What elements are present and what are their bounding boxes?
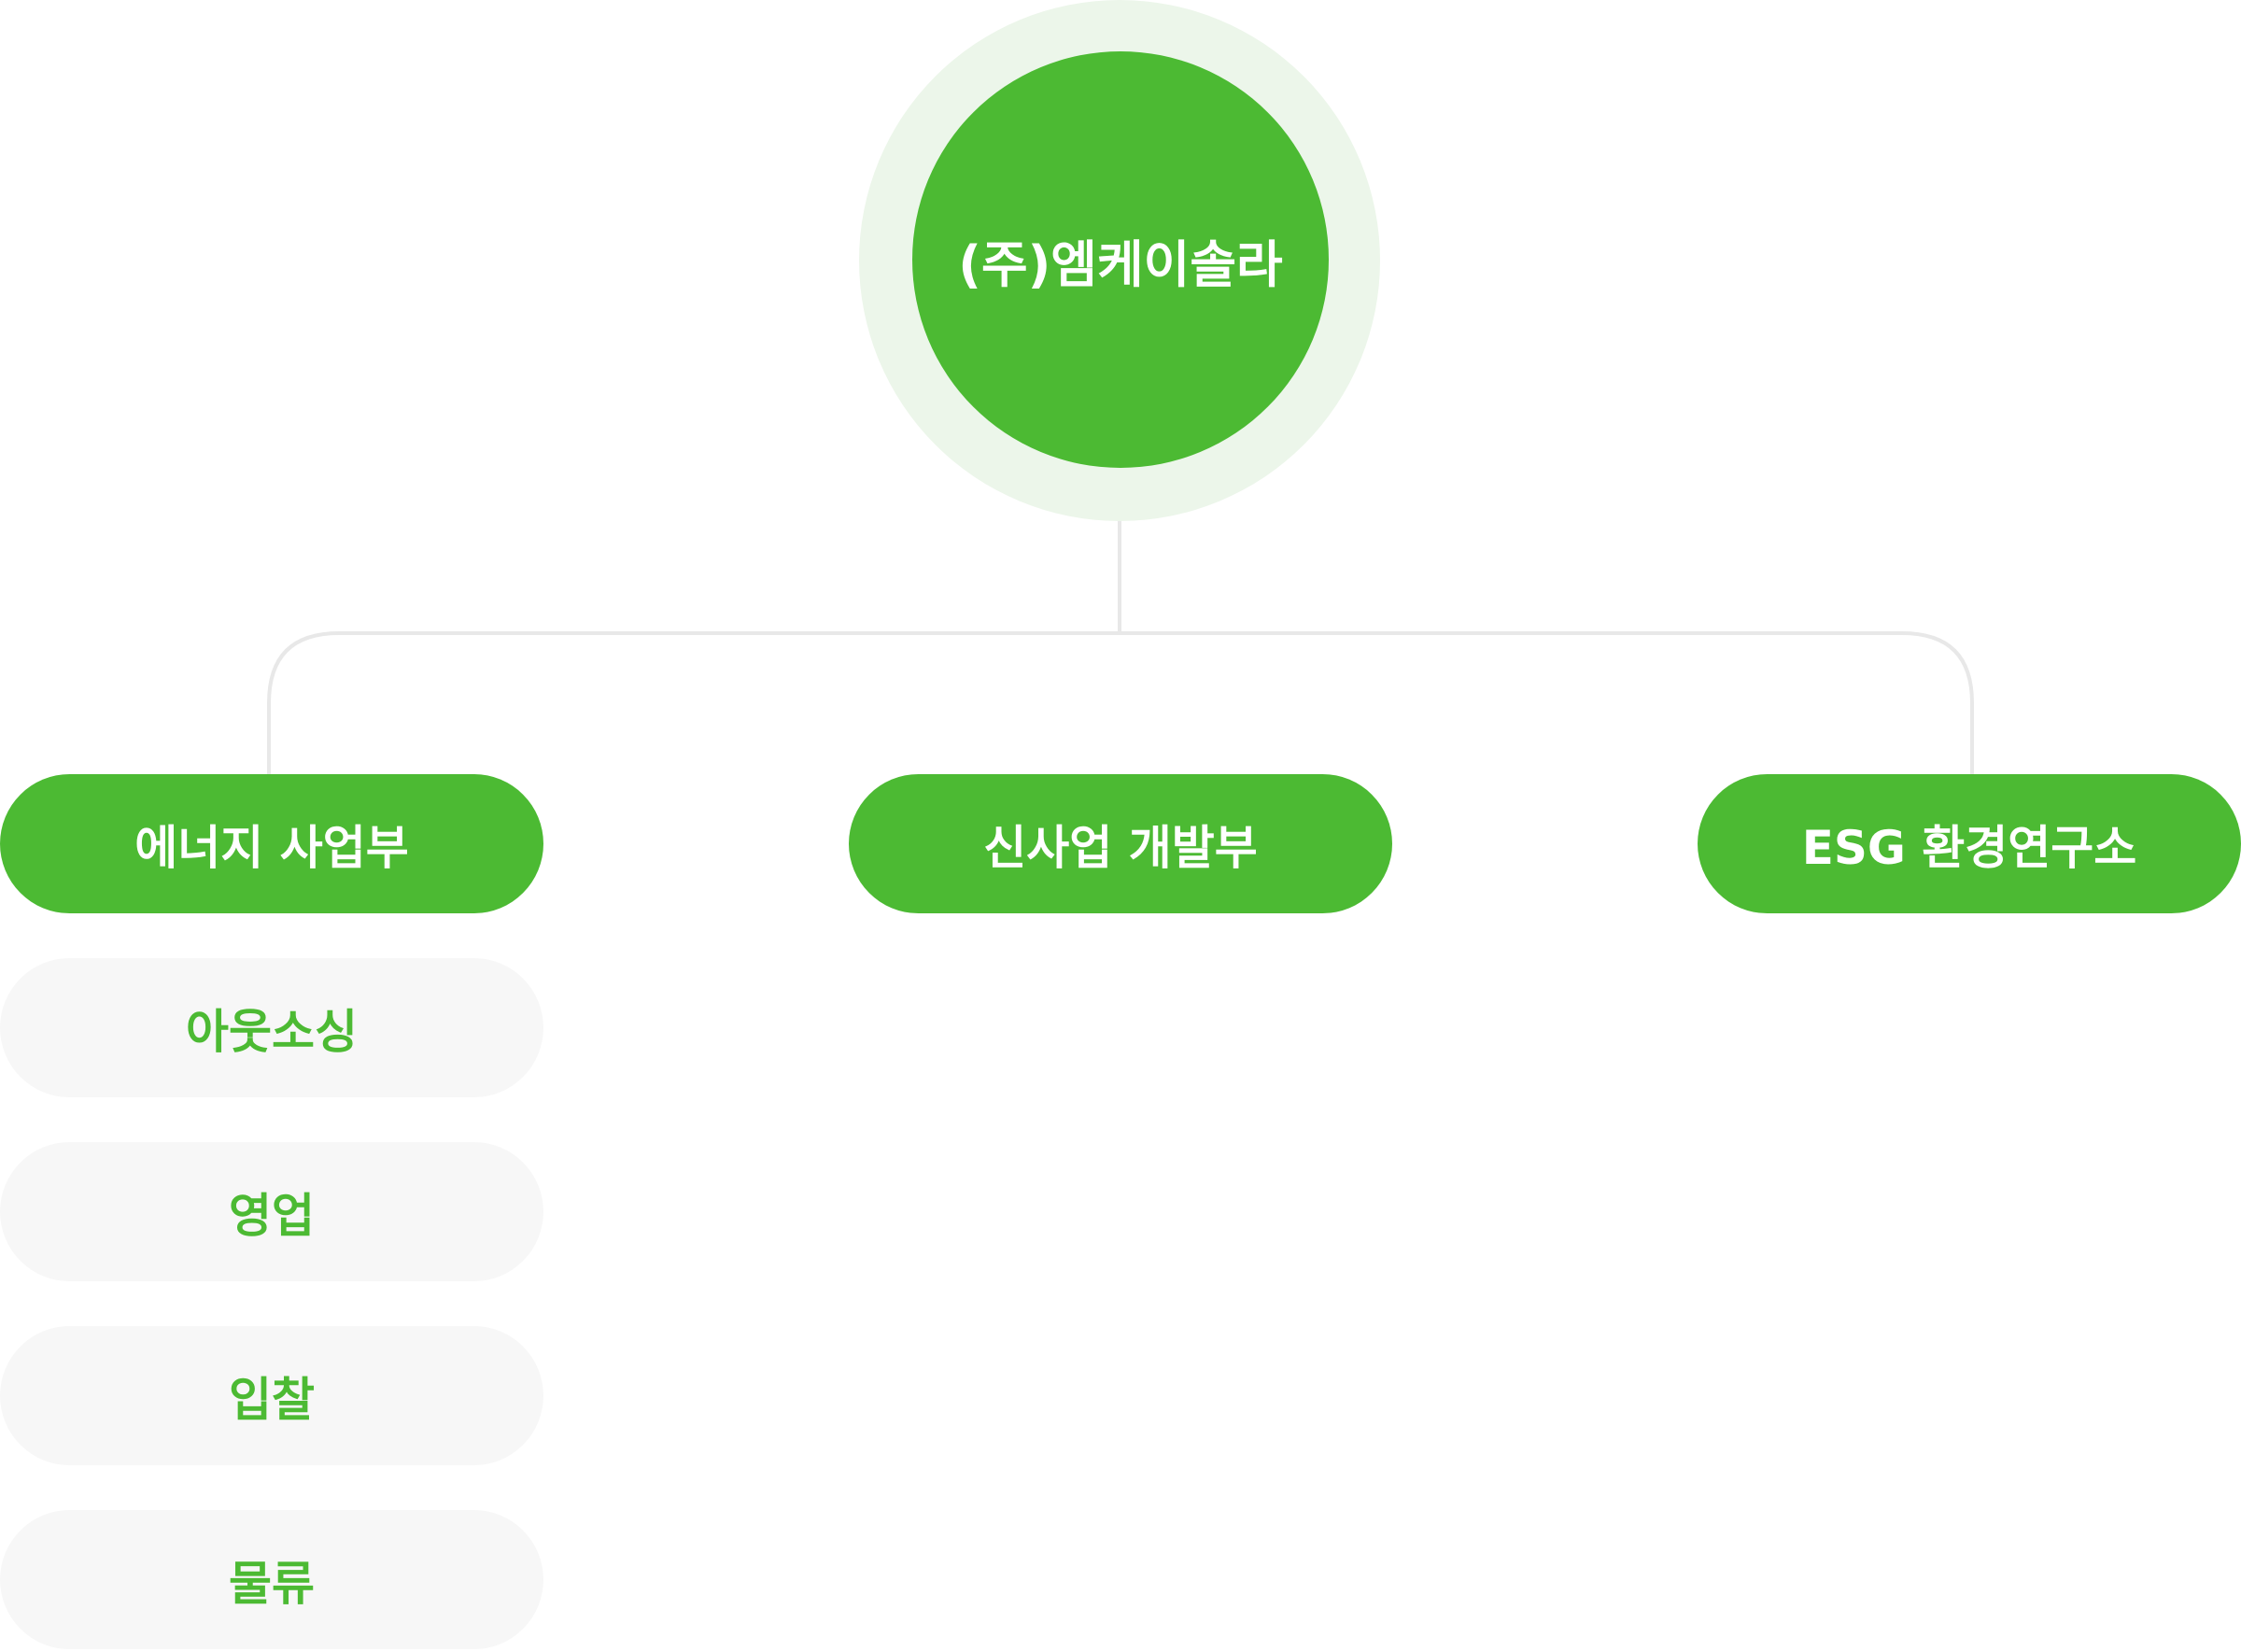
department-energy-label: 에너지 사업부 <box>134 820 409 875</box>
sub-unit-sales-label: 영업 <box>229 1188 315 1243</box>
sub-unit-bidding-label: 입찰 <box>229 1372 315 1427</box>
department-esg-lab-label: ESG 환경연구소 <box>1801 820 2137 875</box>
root-node: (주)엠케이솔라 <box>912 51 1329 468</box>
department-new-business: 신사업 개발부 <box>849 774 1392 913</box>
sub-unit-logistics: 물류 <box>0 1510 543 1649</box>
branch-line <box>267 631 1974 774</box>
sub-unit-bidding: 입찰 <box>0 1326 543 1465</box>
sub-unit-sales: 영업 <box>0 1142 543 1281</box>
sub-unit-outsourcing: 아웃소싱 <box>0 958 543 1097</box>
department-new-business-label: 신사업 개발부 <box>983 820 1258 875</box>
department-esg-lab: ESG 환경연구소 <box>1698 774 2241 913</box>
sub-unit-logistics-label: 물류 <box>229 1556 315 1611</box>
sub-unit-outsourcing-label: 아웃소싱 <box>186 1004 358 1059</box>
department-energy: 에너지 사업부 <box>0 774 543 913</box>
root-node-label: (주)엠케이솔라 <box>958 234 1283 294</box>
